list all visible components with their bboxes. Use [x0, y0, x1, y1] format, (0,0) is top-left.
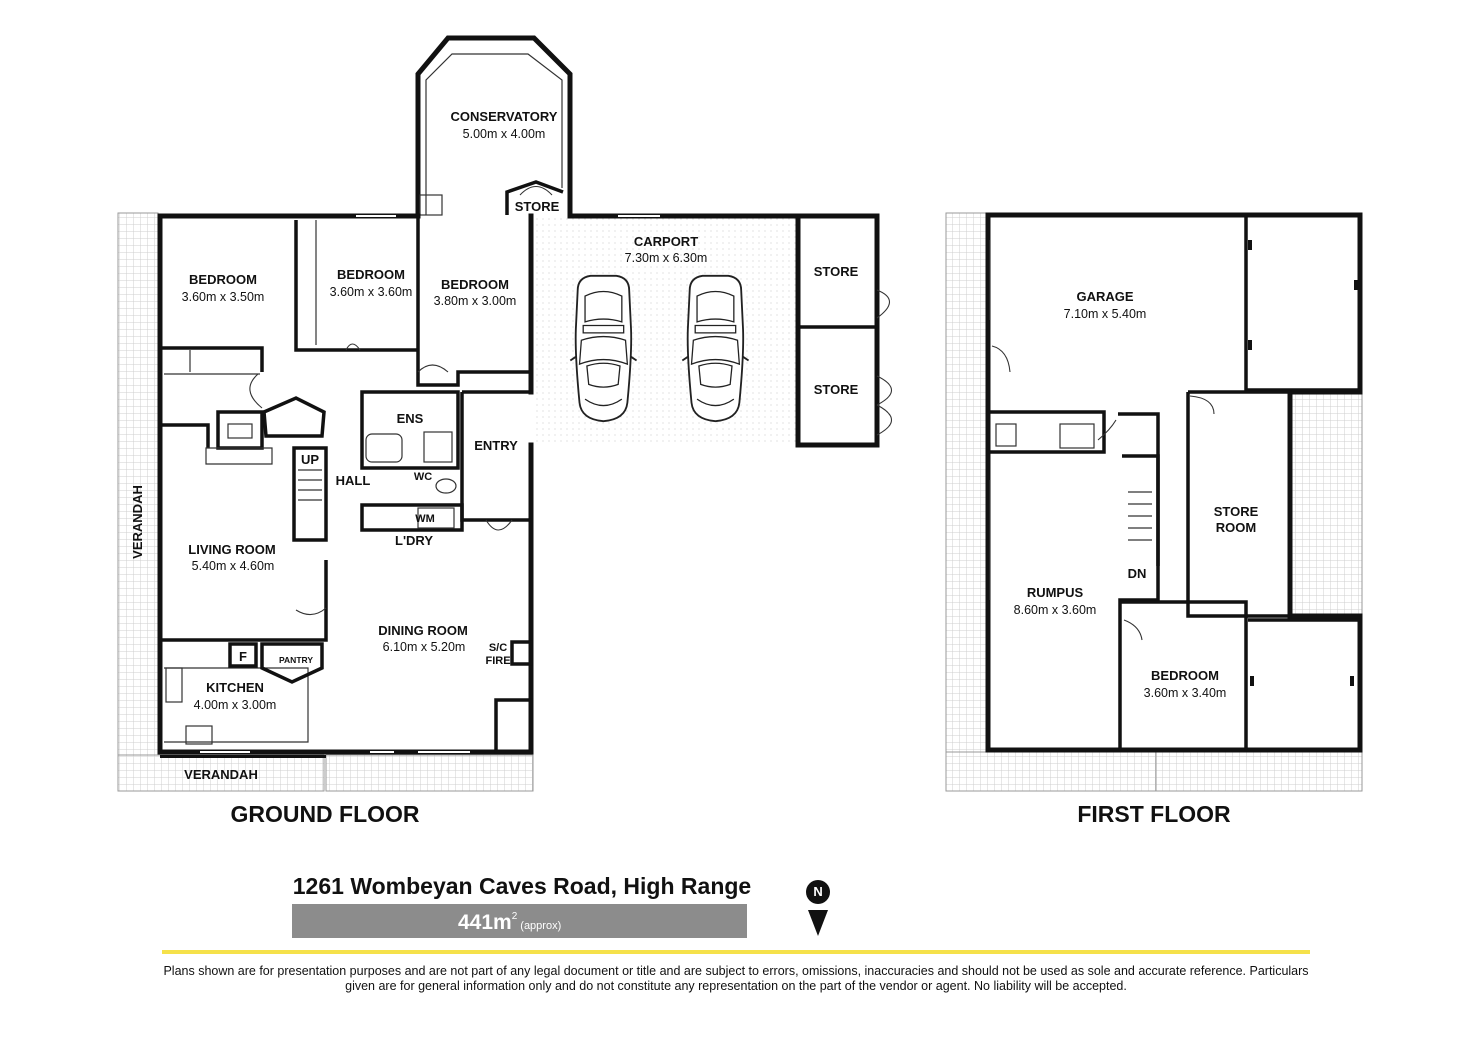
- first-bedroom-name: BEDROOM: [1151, 668, 1219, 683]
- store-1-label: STORE: [814, 264, 859, 279]
- area-bar: [292, 904, 747, 938]
- conservatory-name: CONSERVATORY: [451, 109, 558, 124]
- store-room-1: STORE: [1214, 504, 1259, 519]
- dining-name: DINING ROOM: [378, 623, 468, 638]
- ground-floor-title: GROUND FLOOR: [230, 801, 419, 827]
- verandah-bottom-tiles-2: [325, 754, 534, 792]
- bedroom-2-name: BEDROOM: [337, 267, 405, 282]
- area-value: 441m2(approx): [458, 911, 561, 934]
- living-name: LIVING ROOM: [188, 542, 275, 557]
- dining-dim: 6.10m x 5.20m: [383, 640, 466, 654]
- store-room-2: ROOM: [1216, 520, 1256, 535]
- entry-label: ENTRY: [474, 438, 518, 453]
- address: 1261 Wombeyan Caves Road, High Range: [293, 873, 751, 899]
- bedroom-1-dim: 3.60m x 3.50m: [182, 290, 265, 304]
- hall-label: HALL: [336, 473, 371, 488]
- kitchen-dim: 4.00m x 3.00m: [194, 698, 277, 712]
- wm-label: WM: [415, 513, 435, 525]
- svg-text:N: N: [813, 884, 822, 899]
- pantry-label: PANTRY: [279, 655, 313, 665]
- car-icon: [569, 274, 638, 423]
- conservatory-dim: 5.00m x 4.00m: [463, 127, 546, 141]
- dn-label: DN: [1128, 566, 1147, 581]
- store-2-label: STORE: [814, 382, 859, 397]
- verandah-side-label: VERANDAH: [130, 485, 145, 559]
- bedroom-3-name: BEDROOM: [441, 277, 509, 292]
- verandah-side-tiles: [117, 212, 159, 792]
- garage-name: GARAGE: [1076, 289, 1133, 304]
- carport-dim: 7.30m x 6.30m: [625, 251, 708, 265]
- car-icon: [681, 274, 750, 423]
- verandah-bottom-label: VERANDAH: [184, 767, 258, 782]
- verandah-bottom-tiles: [117, 754, 325, 792]
- bedroom-3-dim: 3.80m x 3.00m: [434, 294, 517, 308]
- laundry-label: L'DRY: [395, 533, 433, 548]
- garage-dim: 7.10m x 5.40m: [1064, 307, 1147, 321]
- rumpus-name: RUMPUS: [1027, 585, 1084, 600]
- rumpus-dim: 8.60m x 3.60m: [1014, 603, 1097, 617]
- wc-label: WC: [414, 471, 432, 483]
- bedroom-1-name: BEDROOM: [189, 272, 257, 287]
- north-arrow-icon: N: [806, 880, 830, 936]
- store-small-label: STORE: [515, 199, 560, 214]
- conservatory-walls: [415, 35, 573, 218]
- first-floor-title: FIRST FLOOR: [1077, 801, 1231, 827]
- first-verandah-side: [945, 212, 987, 792]
- ens-label: ENS: [397, 411, 424, 426]
- sc-fire-1: S/C: [489, 642, 507, 654]
- kitchen-name: KITCHEN: [206, 680, 264, 695]
- carport-name: CARPORT: [634, 234, 698, 249]
- disclaimer: Plans shown are for presentation purpose…: [163, 964, 1309, 993]
- living-dim: 5.40m x 4.60m: [192, 559, 275, 573]
- fridge-label: F: [239, 649, 247, 664]
- up-label: UP: [301, 452, 319, 467]
- bedroom-2-dim: 3.60m x 3.60m: [330, 285, 413, 299]
- sc-fire-2: FIRE: [485, 655, 510, 667]
- ground-outer-wall: [157, 213, 534, 755]
- first-bedroom-dim: 3.60m x 3.40m: [1144, 686, 1227, 700]
